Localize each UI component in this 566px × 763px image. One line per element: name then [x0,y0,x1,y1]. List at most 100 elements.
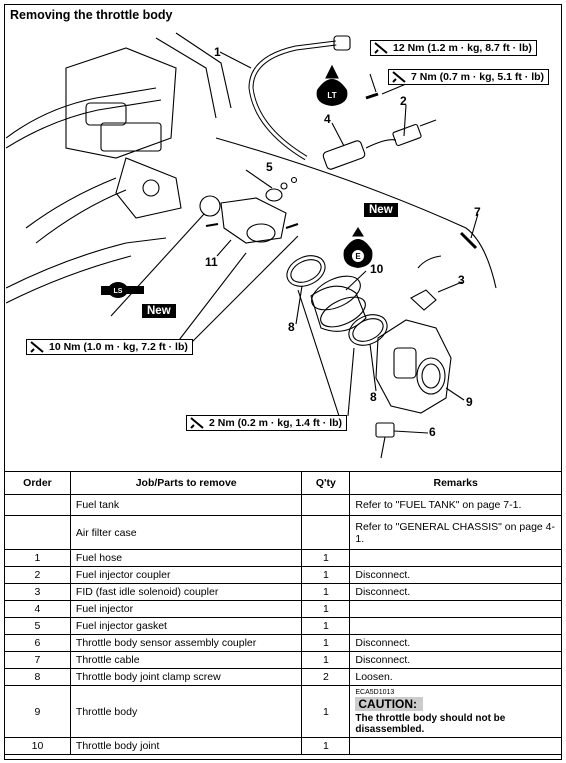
column-header-remarks: Remarks [349,471,562,495]
order-cell: 9 [4,685,71,738]
new-part-tag: New [142,304,176,318]
table-row: 3 FID (fast idle solenoid) coupler 1 Dis… [4,583,562,601]
callout-6: 6 [429,425,436,439]
order-cell: 8 [4,668,71,686]
callout-4: 4 [324,112,331,126]
part-cell: Throttle body joint [69,737,303,755]
exploded-diagram: LT E LS 1 2 3 4 5 6 7 8 8 9 10 11 12 Nm … [5,28,560,466]
parts-table: Order Job/Parts to remove Q'ty Remarks F… [4,471,562,755]
callout-10: 10 [370,262,384,276]
wrench-icon [30,341,44,353]
qty-cell: 1 [301,566,351,584]
callout-2: 2 [400,94,407,108]
torque-spec-7nm: 7 Nm (0.7 m · kg, 5.1 ft · lb) [388,69,550,85]
torque-spec-12nm: 12 Nm (1.2 m · kg, 8.7 ft · lb) [370,40,537,56]
order-cell: 2 [4,566,71,584]
section-title: Removing the throttle body [10,8,173,22]
order-cell: 10 [4,737,71,755]
column-header-parts: Job/Parts to remove [69,471,303,495]
remarks-cell [349,737,562,755]
qty-cell: 1 [301,685,351,738]
part-cell: Fuel injector coupler [69,566,303,584]
caution-label: CAUTION: [355,697,424,711]
table-row: 2 Fuel injector coupler 1 Disconnect. [4,566,562,584]
remarks-cell: Disconnect. [349,566,562,584]
caution-text: The throttle body should not be disassem… [355,713,506,735]
qty-cell: 1 [301,737,351,755]
callout-1: 1 [214,45,221,59]
svg-text:LT: LT [327,91,336,100]
table-row: 8 Throttle body joint clamp screw 2 Loos… [4,668,562,686]
remarks-cell: Refer to "GENERAL CHASSIS" on page 4-1. [349,515,562,550]
column-header-order: Order [4,471,71,495]
table-row: 4 Fuel injector 1 [4,600,562,618]
loctite-symbol: LT [316,79,348,106]
callout-5: 5 [266,160,273,174]
torque-value: 7 Nm (0.7 m · kg, 5.1 ft · lb) [411,71,545,83]
remarks-cell [349,549,562,567]
part-cell: Fuel tank [69,494,303,516]
table-row: Fuel tank Refer to "FUEL TANK" on page 7… [4,494,562,516]
caution-code: ECA5D1013 [355,689,395,696]
order-cell: 4 [4,600,71,618]
order-cell: 1 [4,549,71,567]
grease-symbol: LS [101,282,144,298]
qty-cell: 1 [301,617,351,635]
callout-7: 7 [474,205,481,219]
torque-value: 2 Nm (0.2 m · kg, 1.4 ft · lb) [209,417,343,429]
qty-cell [301,515,351,550]
order-cell [4,515,71,550]
torque-spec-10nm: 10 Nm (1.0 m · kg, 7.2 ft · lb) [26,339,193,355]
torque-value: 12 Nm (1.2 m · kg, 8.7 ft · lb) [393,42,532,54]
diagram-drawing: LT E LS [5,32,497,459]
order-cell: 5 [4,617,71,635]
wrench-icon [374,42,388,54]
part-cell: Throttle body sensor assembly coupler [69,634,303,652]
engine-oil-symbol: E [343,239,373,268]
order-cell [4,494,71,516]
table-row: 1 Fuel hose 1 [4,549,562,567]
remarks-cell [349,600,562,618]
callout-9: 9 [466,395,473,409]
torque-value: 10 Nm (1.0 m · kg, 7.2 ft · lb) [49,341,188,353]
callout-11: 11 [205,255,218,269]
order-cell: 3 [4,583,71,601]
part-cell: Air filter case [69,515,303,550]
remarks-cell: Refer to "FUEL TANK" on page 7-1. [349,494,562,516]
remarks-cell: Loosen. [349,668,562,686]
part-cell: FID (fast idle solenoid) coupler [69,583,303,601]
column-header-qty: Q'ty [301,471,351,495]
svg-text:LS: LS [114,288,123,295]
order-cell: 6 [4,634,71,652]
qty-cell: 2 [301,668,351,686]
table-row: 6 Throttle body sensor assembly coupler … [4,634,562,652]
remarks-cell: Disconnect. [349,583,562,601]
torque-spec-2nm: 2 Nm (0.2 m · kg, 1.4 ft · lb) [186,415,348,431]
table-row: 5 Fuel injector gasket 1 [4,617,562,635]
part-cell: Throttle cable [69,651,303,669]
qty-cell: 1 [301,600,351,618]
table-row: Air filter case Refer to "GENERAL CHASSI… [4,515,562,550]
wrench-icon [190,417,204,429]
qty-cell [301,494,351,516]
remarks-cell [349,617,562,635]
new-part-tag: New [364,203,398,217]
remarks-cell: ECA5D1013 CAUTION: The throttle body sho… [349,685,562,738]
svg-text:E: E [355,252,361,261]
callout-3: 3 [458,273,465,287]
table-row: 9 Throttle body 1 ECA5D1013 CAUTION: The… [4,685,562,738]
order-cell: 7 [4,651,71,669]
part-cell: Fuel injector [69,600,303,618]
table-row: 10 Throttle body joint 1 [4,737,562,755]
qty-cell: 1 [301,651,351,669]
table-row: 7 Throttle cable 1 Disconnect. [4,651,562,669]
callout-8a: 8 [288,320,295,334]
qty-cell: 1 [301,634,351,652]
qty-cell: 1 [301,583,351,601]
page-frame [4,4,562,760]
remarks-cell: Disconnect. [349,634,562,652]
qty-cell: 1 [301,549,351,567]
part-cell: Fuel hose [69,549,303,567]
remarks-cell: Disconnect. [349,651,562,669]
wrench-icon [392,71,406,83]
